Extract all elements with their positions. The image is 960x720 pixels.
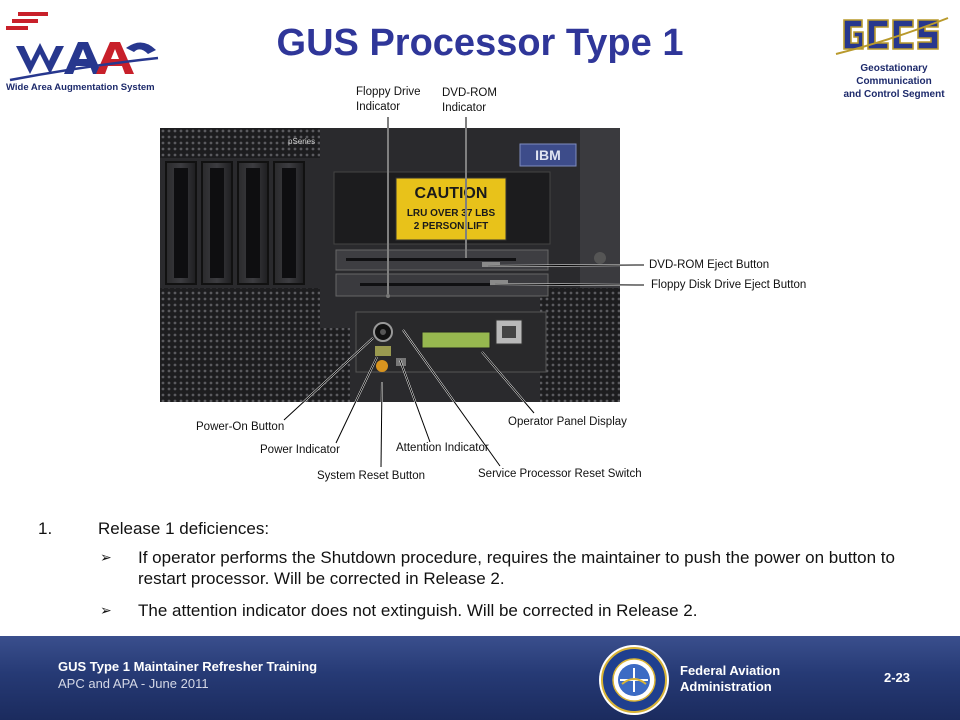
gccs-caption-line: and Control Segment xyxy=(843,89,945,100)
gccs-caption-line: Geostationary xyxy=(860,63,928,74)
waas-caption: Wide Area Augmentation System xyxy=(6,82,155,93)
bullet-text: If operator performs the Shutdown proced… xyxy=(138,548,895,588)
callout-attention-indicator: Attention Indicator xyxy=(396,442,489,454)
waas-logo-icon xyxy=(6,12,159,82)
callout-dvd-rom-eject-button: DVD-ROM Eject Button xyxy=(649,259,770,271)
gccs-logo-icon xyxy=(835,17,949,55)
callout-operator-panel-display: Operator Panel Display xyxy=(508,416,627,428)
callout-power-indicator: Power Indicator xyxy=(260,444,340,456)
ibm-logo: IBM xyxy=(535,147,561,163)
bullet-arrow-icon: ➢ xyxy=(100,602,112,618)
callout-power-on-button: Power-On Button xyxy=(196,421,285,433)
bullet-text: The attention indicator does not extingu… xyxy=(138,601,698,620)
caution-line-1: LRU OVER 37 LBS xyxy=(407,208,496,219)
faa-seal-icon xyxy=(599,645,669,715)
list-item-number: 1. xyxy=(38,519,53,538)
footer-course-title: GUS Type 1 Maintainer Refresher Training xyxy=(58,659,318,674)
callout-service-processor-reset-switch: Service Processor Reset Switch xyxy=(478,468,642,480)
gccs-caption: Geostationary Communication and Control … xyxy=(830,62,958,101)
faa-name-line: Federal Aviation xyxy=(680,663,781,678)
gccs-caption-line: Communication xyxy=(856,76,932,87)
footer-bar xyxy=(0,636,960,720)
page-number: 2-23 xyxy=(884,670,911,685)
footer-date: APC and APA - June 2011 xyxy=(58,676,209,691)
brand-series-label: pSeries xyxy=(288,137,315,146)
callout-floppy-drive-indicator: Floppy Drive Indicator xyxy=(356,85,421,115)
callout-dvd-rom-indicator: DVD-ROM Indicator xyxy=(442,86,497,116)
callout-floppy-disk-drive-eject-button: Floppy Disk Drive Eject Button xyxy=(651,279,807,291)
caution-title: CAUTION xyxy=(415,185,488,202)
list-item-text: Release 1 deficiences: xyxy=(98,519,270,538)
callout-line: DVD-ROM xyxy=(442,87,497,99)
bullet-arrow-icon: ➢ xyxy=(100,549,112,565)
callout-line: Indicator xyxy=(442,102,487,114)
faa-name-line: Administration xyxy=(680,679,772,694)
server-photo: pSeries IBM CAUTION LRU OVER 37 LBS 2 PE… xyxy=(160,128,620,402)
caution-line-2: 2 PERSON LIFT xyxy=(414,221,488,232)
faa-name: Federal Aviation Administration xyxy=(680,663,780,695)
callout-line: Floppy Drive xyxy=(356,86,421,98)
slide-title: GUS Processor Type 1 xyxy=(276,22,684,64)
callout-line: Indicator xyxy=(356,101,401,113)
callout-system-reset-button: System Reset Button xyxy=(317,470,426,482)
